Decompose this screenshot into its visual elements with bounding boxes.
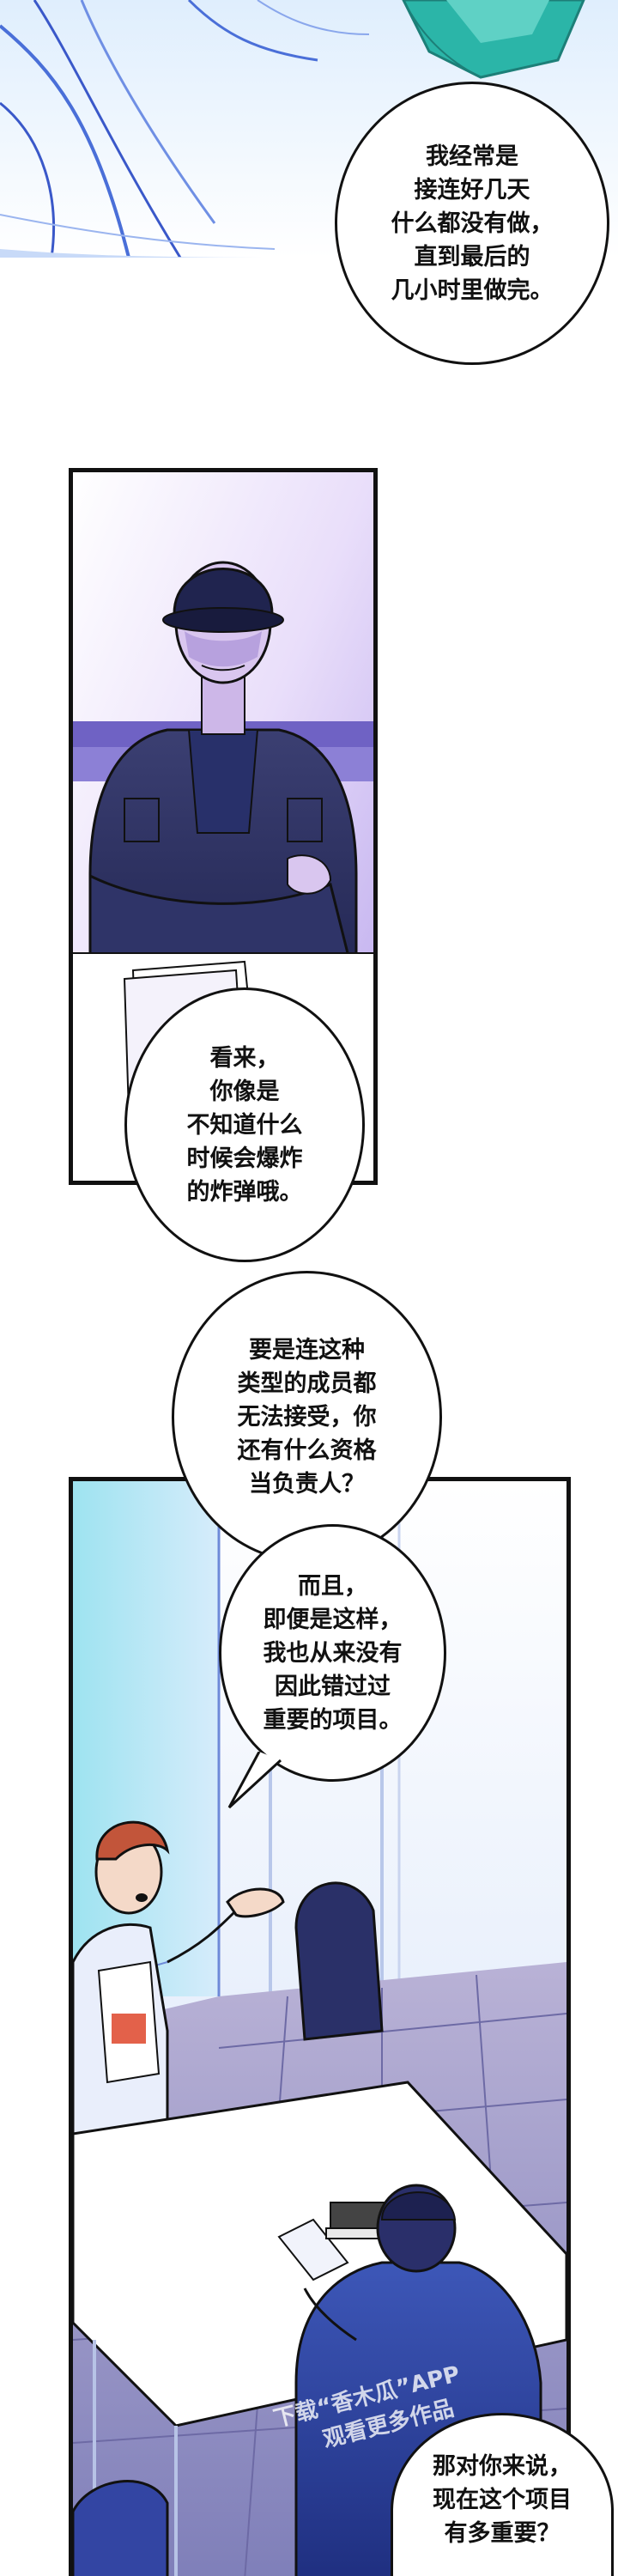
- speech-bubble-3-text: 要是连这种 类型的成员都 无法接受，你 还有什么资格 当负责人？: [237, 1336, 377, 1498]
- speech-bubble-4-text: 而且， 即便是这样， 我也从来没有 因此错过过 重要的项目。: [263, 1572, 403, 1734]
- speech-bubble-4: 而且， 即便是这样， 我也从来没有 因此错过过 重要的项目。: [219, 1524, 446, 1782]
- speech-bubble-5-text: 那对你来说， 现在这个项目 有多重要？: [433, 2453, 572, 2547]
- speech-bubble-1: 我经常是 接连好几天 什么都没有做， 直到最后的 几小时里做完。: [335, 82, 609, 365]
- speech-bubble-4-tail: [227, 1752, 282, 1809]
- speech-bubble-3: 要是连这种 类型的成员都 无法接受，你 还有什么资格 当负责人？: [172, 1271, 442, 1563]
- speech-bubble-2: 看来， 你像是 不知道什么 时候会爆炸 的炸弹哦。: [124, 987, 365, 1262]
- speech-bubble-2-text: 看来， 你像是 不知道什么 时候会爆炸 的炸弹哦。: [186, 1044, 303, 1206]
- speech-bubble-5: 那对你来说， 现在这个项目 有多重要？: [391, 2413, 614, 2576]
- speech-bubble-1-text: 我经常是 接连好几天 什么都没有做， 直到最后的 几小时里做完。: [391, 143, 554, 304]
